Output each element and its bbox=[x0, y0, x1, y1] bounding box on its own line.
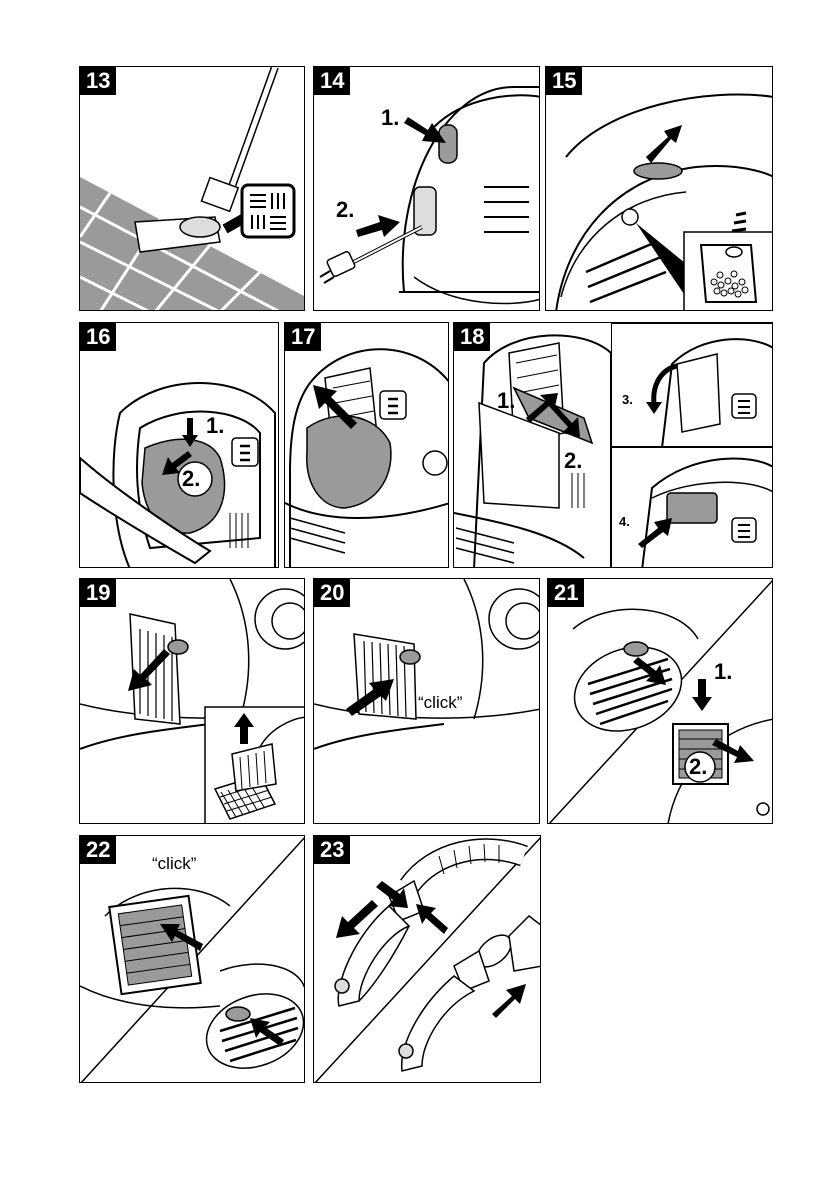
illustration-insert-bag bbox=[454, 334, 611, 567]
panel-22: 22 “click” bbox=[79, 835, 305, 1083]
arrow-icon bbox=[162, 451, 192, 475]
arrow-icon bbox=[234, 713, 254, 744]
panel-15: 15 bbox=[545, 66, 773, 311]
step-number: 13 bbox=[80, 67, 117, 95]
step-label-4: 4. bbox=[619, 514, 630, 529]
step-label-2: 2. bbox=[182, 466, 201, 491]
panel-20: 20 “click” bbox=[313, 578, 540, 824]
subpanel-close-lid: 3. bbox=[611, 323, 772, 447]
arrow-icon bbox=[376, 881, 408, 908]
arrow-icon bbox=[526, 393, 558, 423]
illustration-vacuum-floor bbox=[80, 67, 304, 310]
step-label-2: 2. bbox=[336, 197, 355, 222]
step-number: 19 bbox=[80, 579, 117, 607]
plug-icon bbox=[319, 251, 356, 284]
arrow-icon bbox=[638, 518, 672, 548]
panel-23: 23 bbox=[313, 835, 541, 1083]
step-label-1: 1. bbox=[714, 659, 733, 684]
click-sound-label: “click” bbox=[418, 693, 463, 712]
illustration-remove-filter bbox=[80, 579, 304, 823]
arrow-icon bbox=[692, 679, 712, 711]
step-number: 16 bbox=[80, 323, 117, 351]
step-number: 21 bbox=[548, 579, 585, 607]
illustration-insert-filter bbox=[314, 579, 539, 750]
arrow-icon bbox=[250, 1018, 284, 1046]
step-number: 17 bbox=[285, 323, 322, 351]
arrow-icon bbox=[313, 385, 357, 429]
panel-21: 21 1. 2. bbox=[547, 578, 773, 824]
arrow-icon bbox=[346, 679, 394, 716]
arrow-icon bbox=[633, 657, 666, 685]
step-label-2: 2. bbox=[564, 448, 583, 473]
arrow-icon bbox=[336, 900, 378, 938]
illustration-vacuum-cord bbox=[319, 86, 539, 305]
illustration-hose-handle bbox=[314, 837, 540, 1082]
step-number: 20 bbox=[314, 579, 351, 607]
step-number: 23 bbox=[314, 836, 351, 864]
panel-13: 13 bbox=[79, 66, 305, 311]
step-number: 22 bbox=[80, 836, 117, 864]
arrow-icon bbox=[416, 904, 448, 934]
panel-19: 19 bbox=[79, 578, 305, 824]
dust-bag-icon bbox=[699, 244, 758, 303]
step-label-2: 2. bbox=[689, 754, 708, 779]
arrow-icon bbox=[548, 401, 580, 437]
panel-14: 14 1. 2. bbox=[313, 66, 540, 311]
step-number: 14 bbox=[314, 67, 351, 95]
arrow-icon bbox=[712, 739, 754, 763]
click-sound-label: “click” bbox=[152, 854, 197, 873]
panel-17: 17 bbox=[284, 322, 449, 568]
step-label-1: 1. bbox=[206, 413, 225, 438]
filter-grid-icon bbox=[213, 743, 277, 820]
arrow-icon bbox=[404, 117, 446, 143]
illustration-vacuum-indicator bbox=[555, 93, 772, 310]
illustration-exhaust-filter bbox=[548, 580, 772, 823]
step-label-1: 1. bbox=[381, 105, 400, 130]
step-label-1: 1. bbox=[497, 388, 516, 413]
panel-18: 18 1. 2. 3. 4. bbox=[453, 322, 773, 568]
illustration-close-lid bbox=[646, 338, 772, 446]
step-number: 15 bbox=[546, 67, 583, 95]
illustration-lock-lid bbox=[638, 457, 772, 567]
step-number: 18 bbox=[454, 323, 491, 351]
subpanel-lock: 4. bbox=[611, 447, 772, 567]
illustration-remove-bag bbox=[285, 348, 448, 567]
arrow-icon bbox=[128, 649, 170, 691]
arrow-icon bbox=[356, 215, 400, 237]
panel-16: 16 1. 2. bbox=[79, 322, 279, 568]
arrow-icon bbox=[160, 924, 203, 951]
arrow-icon bbox=[492, 984, 526, 1018]
illustration-bag-compartment bbox=[80, 382, 276, 567]
step-label-3: 3. bbox=[622, 392, 633, 407]
arrow-icon bbox=[646, 125, 682, 163]
arrow-icon bbox=[182, 418, 198, 447]
carpet-symbol-icon bbox=[222, 183, 296, 239]
arrow-icon bbox=[646, 402, 662, 414]
illustration-insert-exhaust-filter bbox=[80, 837, 304, 1082]
